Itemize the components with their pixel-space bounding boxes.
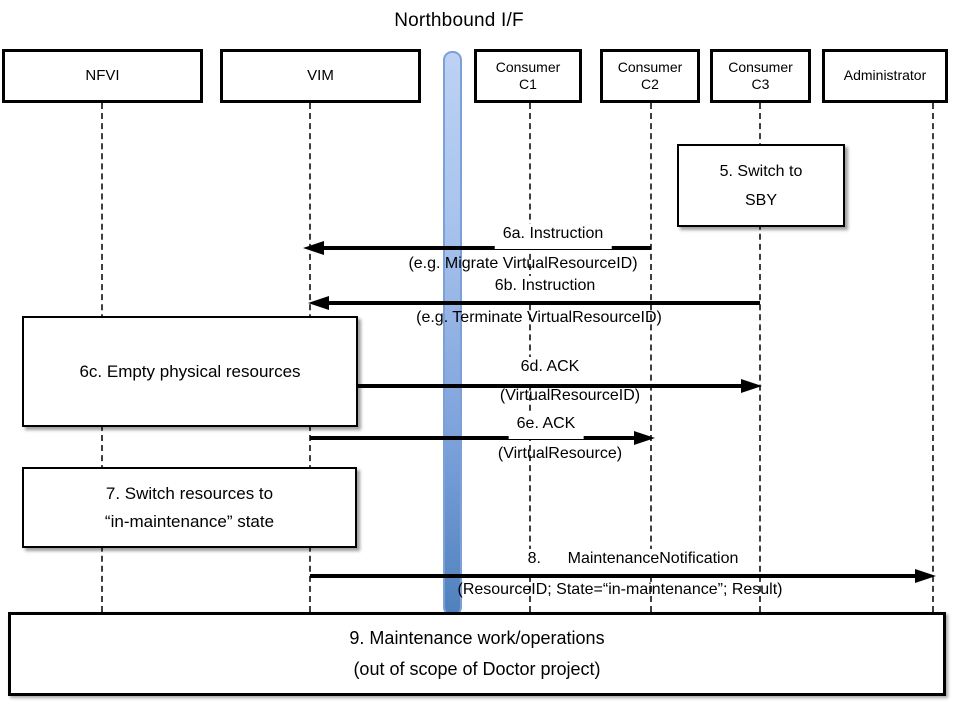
actor-label: NFVI — [85, 66, 120, 84]
actor-label-line2: C2 — [641, 76, 659, 92]
actor-box-consumer-c1: Consumer C1 — [474, 49, 582, 103]
lifeline-consumer-c2 — [650, 103, 652, 612]
lifeline-consumer-c3 — [759, 103, 761, 612]
actor-box-consumer-c2: Consumer C2 — [600, 49, 700, 103]
note-text: 6c. Empty physical resources — [79, 361, 301, 381]
note-switch-to-sby: 5. Switch to SBY — [677, 144, 845, 227]
actor-box-nfvi: NFVI — [2, 49, 203, 103]
arrowhead-left-icon — [308, 296, 329, 310]
note-text-line2: “in-maintenance” state — [104, 511, 275, 531]
note-text-line2: SBY — [744, 191, 777, 209]
actor-box-administrator: Administrator — [822, 49, 948, 103]
arrowhead-right-icon — [634, 431, 655, 445]
message-label-6e: 6e. ACK — [508, 414, 584, 439]
arrowhead-left-icon — [303, 241, 324, 255]
message-label-6d-detail: (VirtualResourceID) — [499, 387, 641, 404]
message-arrow-6b — [308, 296, 760, 310]
message-label-8: 8. MaintenanceNotification — [519, 549, 747, 574]
message-label-6b: 6b. Instruction — [486, 276, 604, 301]
note-text: 5. Switch to — [719, 162, 803, 180]
note-text-line2: (out of scope of Doctor project) — [353, 659, 601, 679]
arrowhead-right-icon — [741, 379, 762, 393]
lifeline-administrator — [932, 103, 934, 612]
message-arrow-6d — [358, 379, 762, 393]
actor-label-line2: C1 — [519, 76, 537, 92]
message-arrow-8 — [310, 569, 936, 583]
actor-box-consumer-c3: Consumer C3 — [710, 49, 811, 103]
message-arrow-6e — [310, 431, 655, 445]
message-label-6d: 6d. ACK — [512, 357, 588, 382]
message-label-6b-detail: (e.g. Terminate VirtualResourceID) — [416, 309, 662, 326]
message-label-6e-detail: (VirtualResource) — [497, 445, 623, 462]
actor-label-line2: C3 — [751, 76, 770, 92]
northbound-interface-bar — [443, 51, 462, 616]
diagram-title: Northbound I/F — [394, 10, 524, 31]
arrowhead-right-icon — [915, 569, 936, 583]
message-label-6a: 6a. Instruction — [494, 224, 612, 249]
note-switch-resources-in-maintenance: 7. Switch resources to “in-maintenance” … — [22, 467, 357, 548]
actor-label: Administrator — [843, 67, 927, 84]
message-label-8-detail: (ResourceID; State=“in-maintenance”; Res… — [457, 581, 783, 598]
actor-label: Consumer — [495, 58, 561, 75]
note-maintenance-work: 9. Maintenance work/operations (out of s… — [8, 612, 946, 696]
actor-label: Consumer — [728, 58, 793, 75]
note-empty-physical-resources: 6c. Empty physical resources — [22, 316, 358, 427]
actor-label: Consumer — [617, 58, 683, 75]
note-text: 7. Switch resources to — [105, 483, 274, 503]
actor-label: VIM — [307, 66, 334, 84]
note-text: 9. Maintenance work/operations — [349, 628, 605, 648]
actor-box-vim: VIM — [220, 49, 421, 103]
message-label-6a-detail: (e.g. Migrate VirtualResourceID) — [408, 255, 638, 272]
message-arrow-6a — [303, 241, 651, 255]
